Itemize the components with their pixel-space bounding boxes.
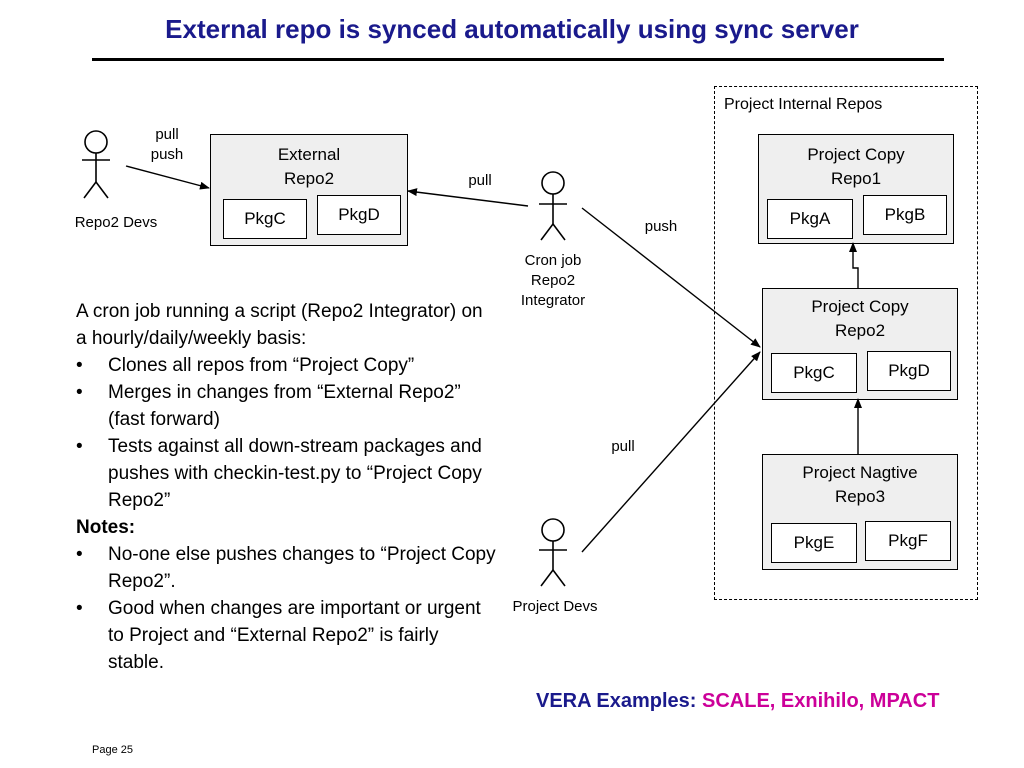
pkg-e: PkgE	[771, 523, 857, 563]
pkg-f: PkgF	[865, 521, 951, 561]
project-copy-repo1-title-2: Repo1	[830, 169, 882, 188]
repo2-to-repo1-arrow	[849, 242, 859, 288]
notes-heading: Notes:	[76, 517, 136, 538]
pkg-c: PkgC	[223, 199, 307, 239]
external-repo2-title-1: External	[277, 145, 341, 164]
project-nagtive-repo3-box: Project Nagtive Repo3 PkgE PkgF	[762, 454, 958, 570]
external-repo2-box: External Repo2 PkgC PkgD	[210, 134, 408, 246]
description-text: A cron job running a script (Repo2 Integ…	[76, 298, 496, 676]
repo2-devs-figure	[82, 130, 110, 199]
devs-to-external-arrow	[125, 165, 210, 190]
pkg-d: PkgD	[867, 351, 951, 391]
cron-pull-label: pull	[468, 172, 492, 189]
pkg-a: PkgA	[767, 199, 853, 239]
pkg-b: PkgB	[863, 195, 947, 235]
project-devs-figure	[539, 518, 567, 587]
page-number: Page 25	[92, 744, 133, 756]
page-title: External repo is synced automatically us…	[165, 14, 859, 44]
devs-pull-label: pull	[155, 126, 179, 143]
devs-push-label: push	[150, 146, 184, 163]
cron-job-figure	[539, 171, 567, 241]
bullet-item: •Clones all repos from “Project Copy”	[76, 355, 415, 376]
cron-push-arrow	[581, 207, 761, 348]
project-copy-repo2-title-1: Project Copy	[811, 297, 909, 316]
project-nagtive-repo3-title-1: Project Nagtive	[802, 463, 918, 482]
internal-repos-group	[714, 86, 978, 600]
cron-job-label-2: Repo2	[530, 272, 576, 289]
cron-job-label-1: Cron job	[524, 252, 582, 269]
project-copy-repo2-box: Project Copy Repo2 PkgC PkgD	[762, 288, 958, 400]
project-copy-repo1-box: Project Copy Repo1 PkgA PkgB	[758, 134, 954, 244]
vera-label: VERA Examples:	[536, 690, 697, 712]
cron-push-label: push	[644, 218, 678, 235]
bullet-item: •Tests against all down-stream packages …	[76, 436, 482, 511]
title-underline	[92, 58, 944, 61]
project-nagtive-repo3-title-2: Repo3	[834, 487, 886, 506]
external-repo2-title-2: Repo2	[283, 169, 335, 188]
pkg-d: PkgD	[317, 195, 401, 235]
cron-pull-arrow	[407, 188, 529, 207]
repo2-devs-label: Repo2 Devs	[74, 214, 158, 231]
project-devs-label: Project Devs	[512, 598, 598, 615]
vera-example-list: SCALE, Exnihilo, MPACT	[702, 690, 940, 712]
note-item: •Good when changes are important or urge…	[76, 598, 481, 673]
projdevs-arrow	[581, 351, 761, 553]
pkg-c: PkgC	[771, 353, 857, 393]
internal-repos-label: Project Internal Repos	[724, 96, 883, 113]
project-copy-repo2-title-2: Repo2	[834, 321, 886, 340]
project-copy-repo1-title-1: Project Copy	[807, 145, 905, 164]
bullet-item: •Merges in changes from “External Repo2”…	[76, 382, 461, 430]
vera-examples: VERA Examples: SCALE, Exnihilo, MPACT	[536, 690, 939, 713]
note-item: •No-one else pushes changes to “Project …	[76, 544, 496, 592]
intro-paragraph: A cron job running a script (Repo2 Integ…	[76, 301, 483, 349]
projdevs-pull-label: pull	[611, 438, 635, 455]
cron-job-label-3: Integrator	[520, 292, 586, 309]
